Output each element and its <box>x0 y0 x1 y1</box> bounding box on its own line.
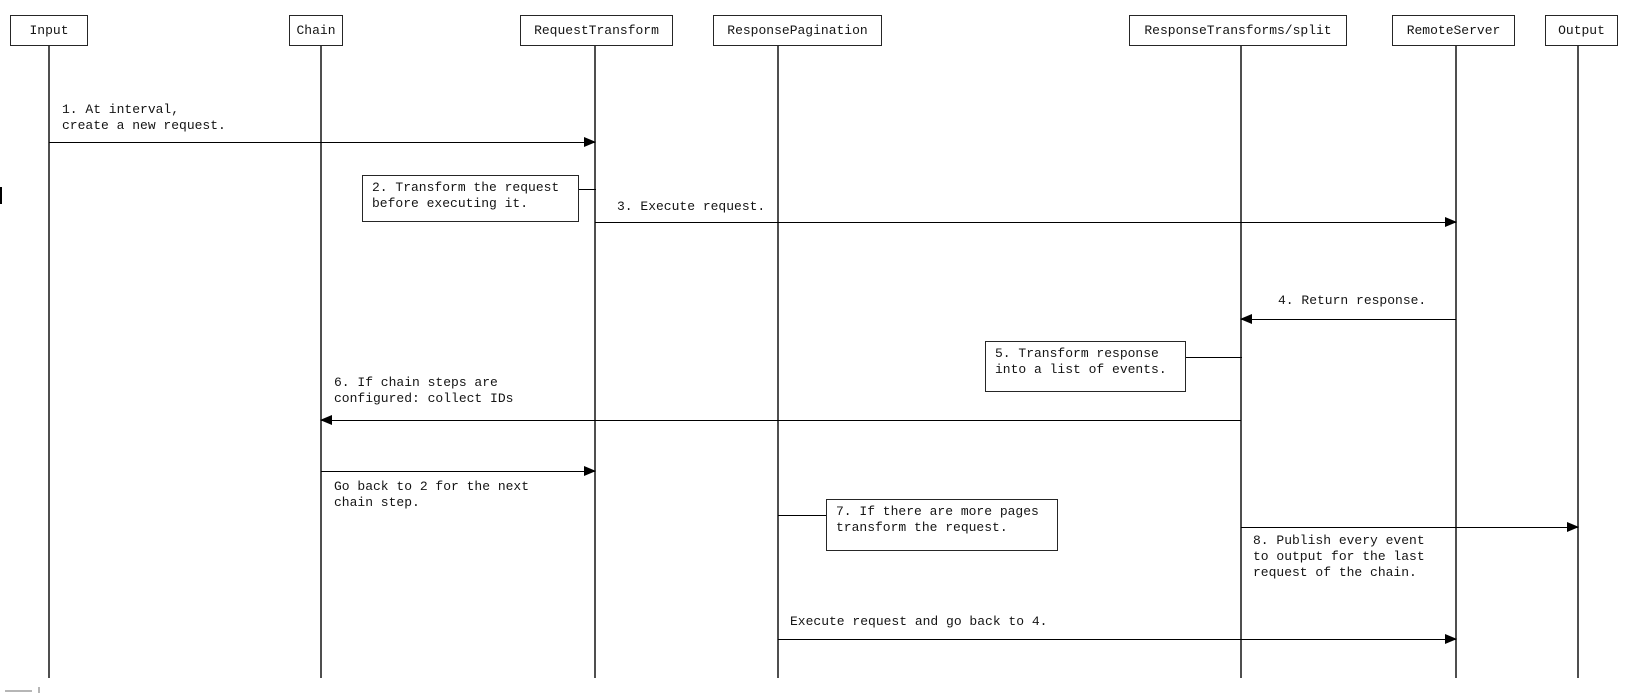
message-execute-label: Execute request and go back to 4. <box>790 614 1048 629</box>
note-7-connector <box>778 515 826 517</box>
participant-label: ResponseTransforms/split <box>1144 23 1332 38</box>
participant-label: Input <box>29 23 69 38</box>
note-2-connector <box>579 189 596 191</box>
message-execute-arrow <box>778 634 1457 645</box>
arrowhead-right-icon <box>584 466 596 477</box>
participant-request-transform: RequestTransform <box>520 15 673 46</box>
arrowhead-right-icon <box>1445 217 1457 228</box>
arrowhead-left-icon <box>320 415 332 426</box>
note-5-connector <box>1186 357 1242 359</box>
message-4-arrow <box>1240 314 1456 325</box>
lifeline-input <box>48 46 50 678</box>
lifeline-response-pagination <box>777 46 779 678</box>
participant-response-pagination: ResponsePagination <box>713 15 882 46</box>
message-4-label: 4. Return response. <box>1278 293 1427 308</box>
note-7: 7. If there are more pages transform the… <box>826 499 1058 551</box>
arrowhead-right-icon <box>1445 634 1457 645</box>
message-1-arrow <box>49 137 596 148</box>
message-goback-label: Go back to 2 for the next chain step. <box>334 479 530 510</box>
lifeline-response-transforms-split <box>1240 46 1242 678</box>
participant-label: RemoteServer <box>1406 23 1501 38</box>
message-6-arrow <box>320 415 1241 426</box>
screen-artifact <box>5 690 32 692</box>
participant-label: ResponsePagination <box>727 23 868 38</box>
arrowhead-left-icon <box>1240 314 1252 325</box>
participant-label: Chain <box>296 23 336 38</box>
participant-output: Output <box>1545 15 1618 46</box>
message-3-label: 3. Execute request. <box>617 199 766 214</box>
lifeline-request-transform <box>594 46 596 678</box>
lifeline-remote-server <box>1455 46 1457 678</box>
message-1-label: 1. At interval, create a new request. <box>62 102 226 133</box>
note-5: 5. Transform response into a list of eve… <box>985 341 1186 392</box>
participant-remote-server: RemoteServer <box>1392 15 1515 46</box>
message-8-label: 8. Publish every event to output for the… <box>1253 533 1425 580</box>
message-6-label: 6. If chain steps are configured: collec… <box>334 375 514 406</box>
participant-label: RequestTransform <box>534 23 659 38</box>
arrowhead-right-icon <box>1567 522 1579 533</box>
participant-label: Output <box>1558 23 1605 38</box>
note-2: 2. Transform the request before executin… <box>362 175 579 222</box>
message-8-arrow <box>1241 522 1579 533</box>
participant-input: Input <box>10 15 88 46</box>
message-3-arrow <box>595 217 1457 228</box>
lifeline-output <box>1577 46 1579 678</box>
arrowhead-right-icon <box>584 137 596 148</box>
message-goback-arrow <box>321 466 596 477</box>
screen-artifact <box>38 687 40 693</box>
lifeline-chain <box>320 46 322 678</box>
screen-artifact <box>0 187 2 204</box>
participant-response-transforms-split: ResponseTransforms/split <box>1129 15 1347 46</box>
participant-chain: Chain <box>289 15 343 46</box>
